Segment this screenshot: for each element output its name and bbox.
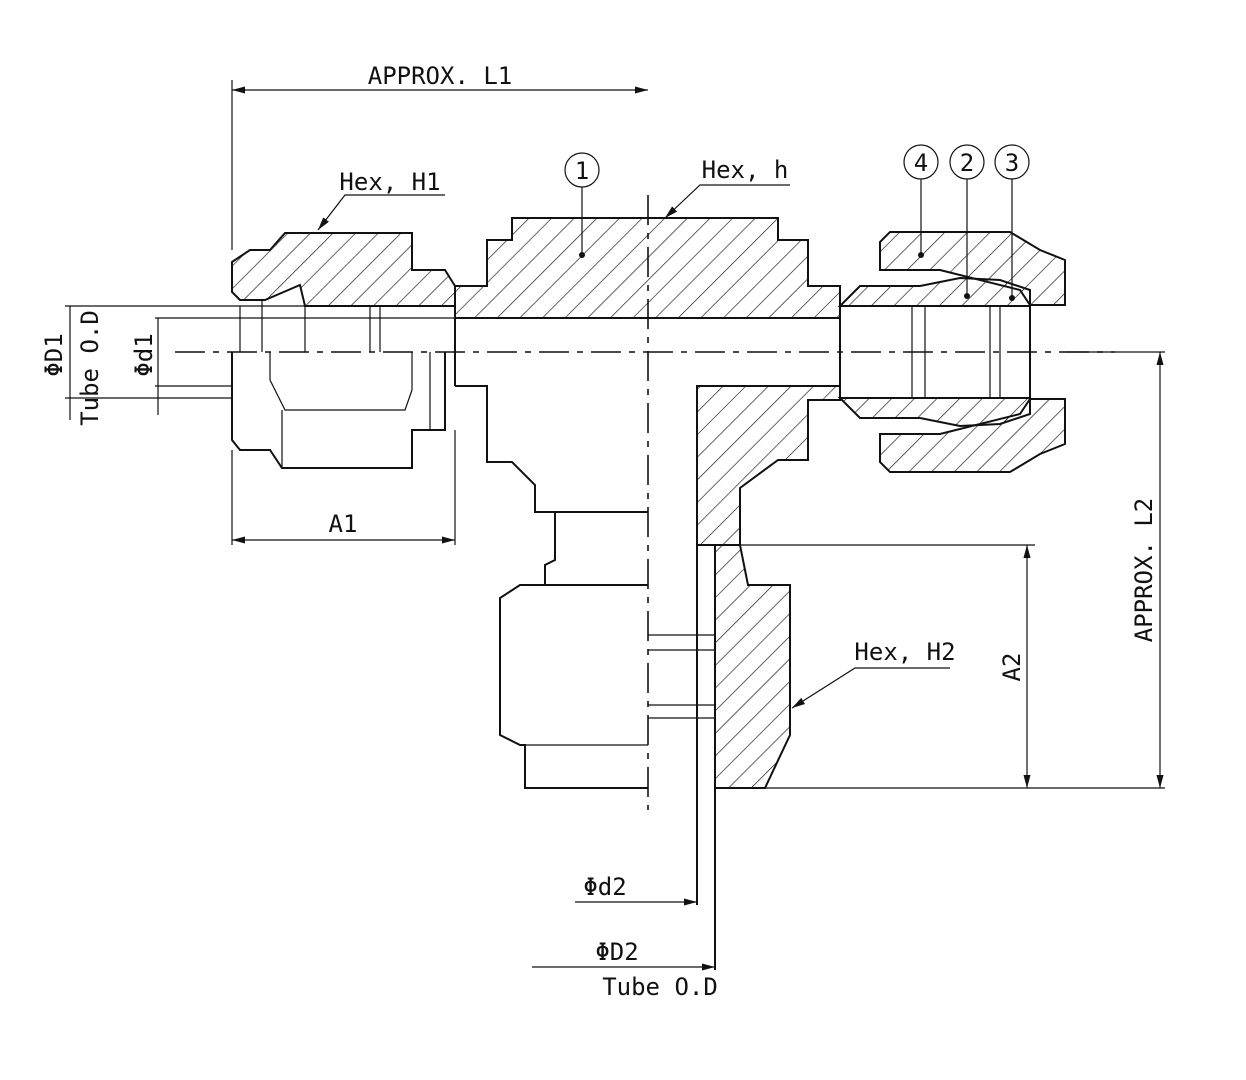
left-nut-section — [231, 232, 456, 307]
right-ferrules-upper — [837, 276, 1031, 307]
balloon-part-2: 2 — [949, 144, 985, 299]
balloon-part-4: 4 — [903, 144, 939, 258]
balloon-part-1: 1 — [564, 152, 600, 258]
dim-a2: A2 — [998, 653, 1026, 682]
label-hex-h: Hex, h — [702, 156, 789, 184]
dim-phi-d2: Φd2 — [583, 873, 626, 901]
dim-approx-l1: APPROX. L1 — [368, 62, 513, 90]
right-tube-bore — [839, 305, 1031, 399]
right-ferrules-lower — [837, 397, 1031, 428]
label-hex-h2: Hex, H2 — [854, 638, 955, 666]
balloon-part-3: 3 — [994, 144, 1030, 301]
svg-text:1: 1 — [575, 157, 589, 185]
label-hex-h1: Hex, H1 — [339, 168, 440, 196]
svg-text:2: 2 — [960, 149, 974, 177]
tube-od-label-2: Tube O.D — [602, 973, 718, 1001]
svg-text:4: 4 — [914, 149, 928, 177]
dim-phi-d1: Φd1 — [130, 333, 158, 376]
svg-text:3: 3 — [1005, 149, 1019, 177]
dim-a1: A1 — [329, 510, 358, 538]
dim-phi-D1: ΦD1 — [40, 333, 68, 376]
branch-stem-outline — [544, 512, 556, 585]
body-lower-right-section — [696, 385, 841, 546]
body-upper-section — [454, 217, 841, 319]
body-lower-left-outline — [455, 385, 648, 513]
dim-approx-l2: APPROX. L2 — [1130, 498, 1158, 643]
bottom-nut-section — [714, 544, 791, 789]
bottom-nut-hex — [499, 584, 648, 789]
tube-od-label-1: Tube O.D — [76, 310, 104, 426]
dim-phi-D2: ΦD2 — [595, 938, 638, 966]
